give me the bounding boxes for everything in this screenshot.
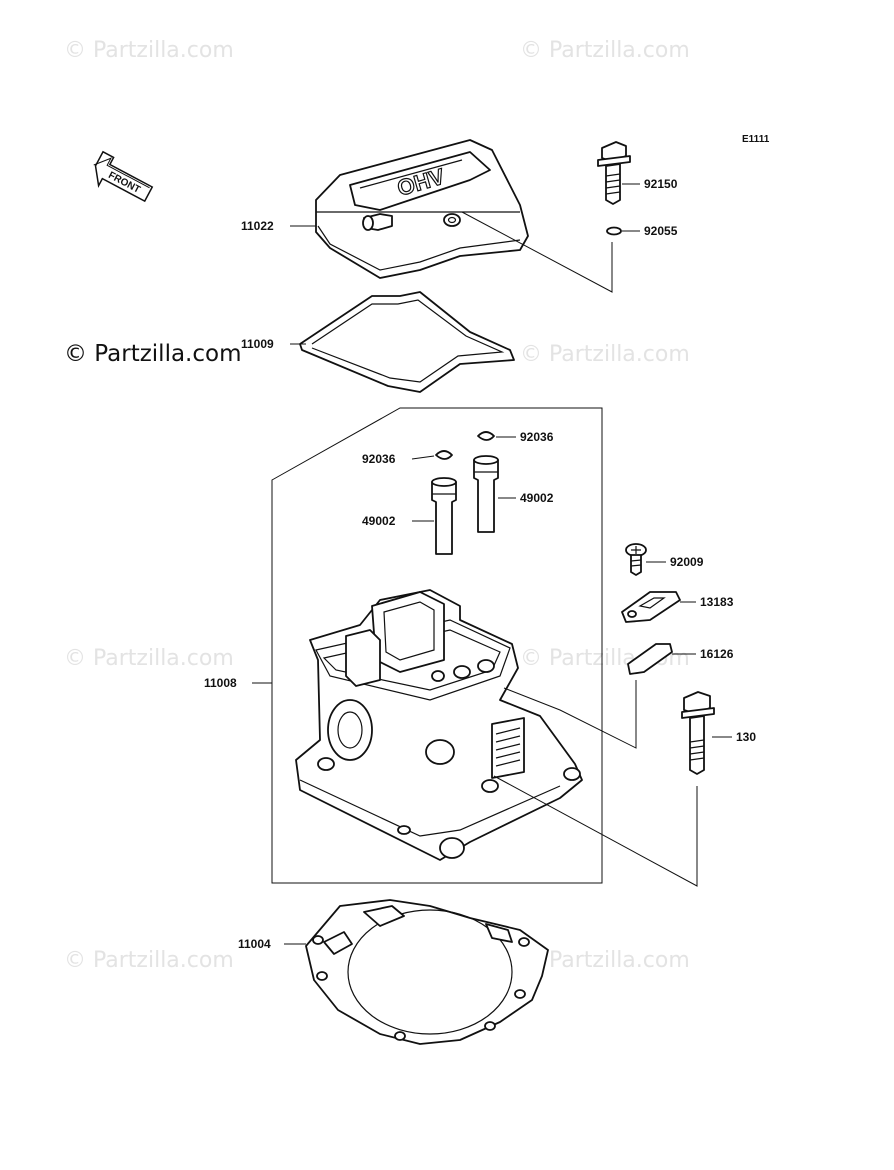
label-16126: 16126 xyxy=(700,647,734,661)
label-92055: 92055 xyxy=(644,224,678,238)
gasket-16126 xyxy=(627,643,673,675)
label-92036-upper: 92036 xyxy=(520,430,554,444)
label-11022: 11022 xyxy=(241,219,274,233)
cover-gasket xyxy=(299,291,515,393)
bolt-92150 xyxy=(597,141,631,205)
valve-guide-left xyxy=(431,477,457,555)
watermark-top-left: © Partzilla.com xyxy=(64,38,234,63)
leader-bolt130-to-head xyxy=(493,775,698,887)
clip-92036-upper xyxy=(477,431,495,441)
o-ring-92055 xyxy=(606,226,622,236)
label-130: 130 xyxy=(736,730,756,744)
leader-92036-lower xyxy=(411,455,435,460)
label-11004: 11004 xyxy=(238,937,271,951)
bolt-130 xyxy=(681,691,715,775)
watermark-main: © Partzilla.com xyxy=(64,341,242,367)
screw-92009 xyxy=(625,543,647,576)
label-13183: 13183 xyxy=(700,595,734,609)
leader-bolt-to-cover xyxy=(461,211,613,293)
label-92150: 92150 xyxy=(644,177,678,191)
head-group-box xyxy=(271,407,603,884)
watermark-bottom-left: © Partzilla.com xyxy=(64,948,234,973)
watermark-lower-left: © Partzilla.com xyxy=(64,646,234,671)
cylinder-head xyxy=(295,589,583,861)
clip-92036-lower xyxy=(435,450,453,460)
label-92036-lower: 92036 xyxy=(362,452,396,466)
label-11009: 11009 xyxy=(241,337,274,351)
label-11008: 11008 xyxy=(204,676,237,690)
label-92009: 92009 xyxy=(670,555,704,569)
label-49002-left: 49002 xyxy=(362,514,396,528)
valve-cover: OHV xyxy=(315,139,529,279)
plate-13183 xyxy=(621,591,681,623)
diagram-code: E1111 xyxy=(742,134,770,145)
label-49002-right: 49002 xyxy=(520,491,554,505)
valve-guide-right xyxy=(473,455,499,533)
front-arrow-icon: FRONT xyxy=(93,150,154,203)
head-gasket-11004 xyxy=(305,899,549,1045)
watermark-mid-right: © Partzilla.com xyxy=(520,342,690,367)
watermark-top-right: © Partzilla.com xyxy=(520,38,690,63)
leader-plate-to-head xyxy=(503,680,637,749)
